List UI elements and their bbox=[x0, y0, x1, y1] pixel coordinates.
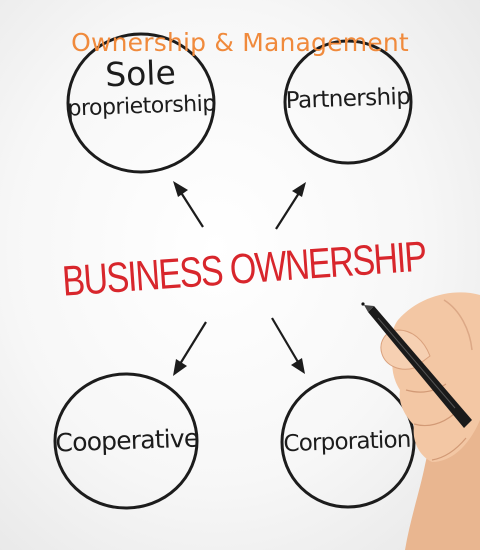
arrowhead-sole bbox=[173, 181, 188, 197]
connector-sole bbox=[179, 190, 204, 228]
node-circle-corporation bbox=[280, 375, 416, 509]
connector-cooperative bbox=[179, 321, 207, 365]
node-circle-partnership bbox=[283, 39, 413, 165]
arrowhead-cooperative bbox=[173, 359, 187, 376]
arrowhead-corporation bbox=[291, 358, 305, 374]
page-title: Ownership & Management bbox=[71, 28, 409, 57]
node-circle-sole bbox=[66, 32, 216, 174]
pen-icon bbox=[361, 302, 472, 428]
node-circle-cooperative bbox=[53, 372, 199, 510]
arrowhead-partnership bbox=[292, 182, 306, 197]
connector-corporation bbox=[271, 317, 299, 363]
connector-partnership bbox=[275, 192, 300, 230]
